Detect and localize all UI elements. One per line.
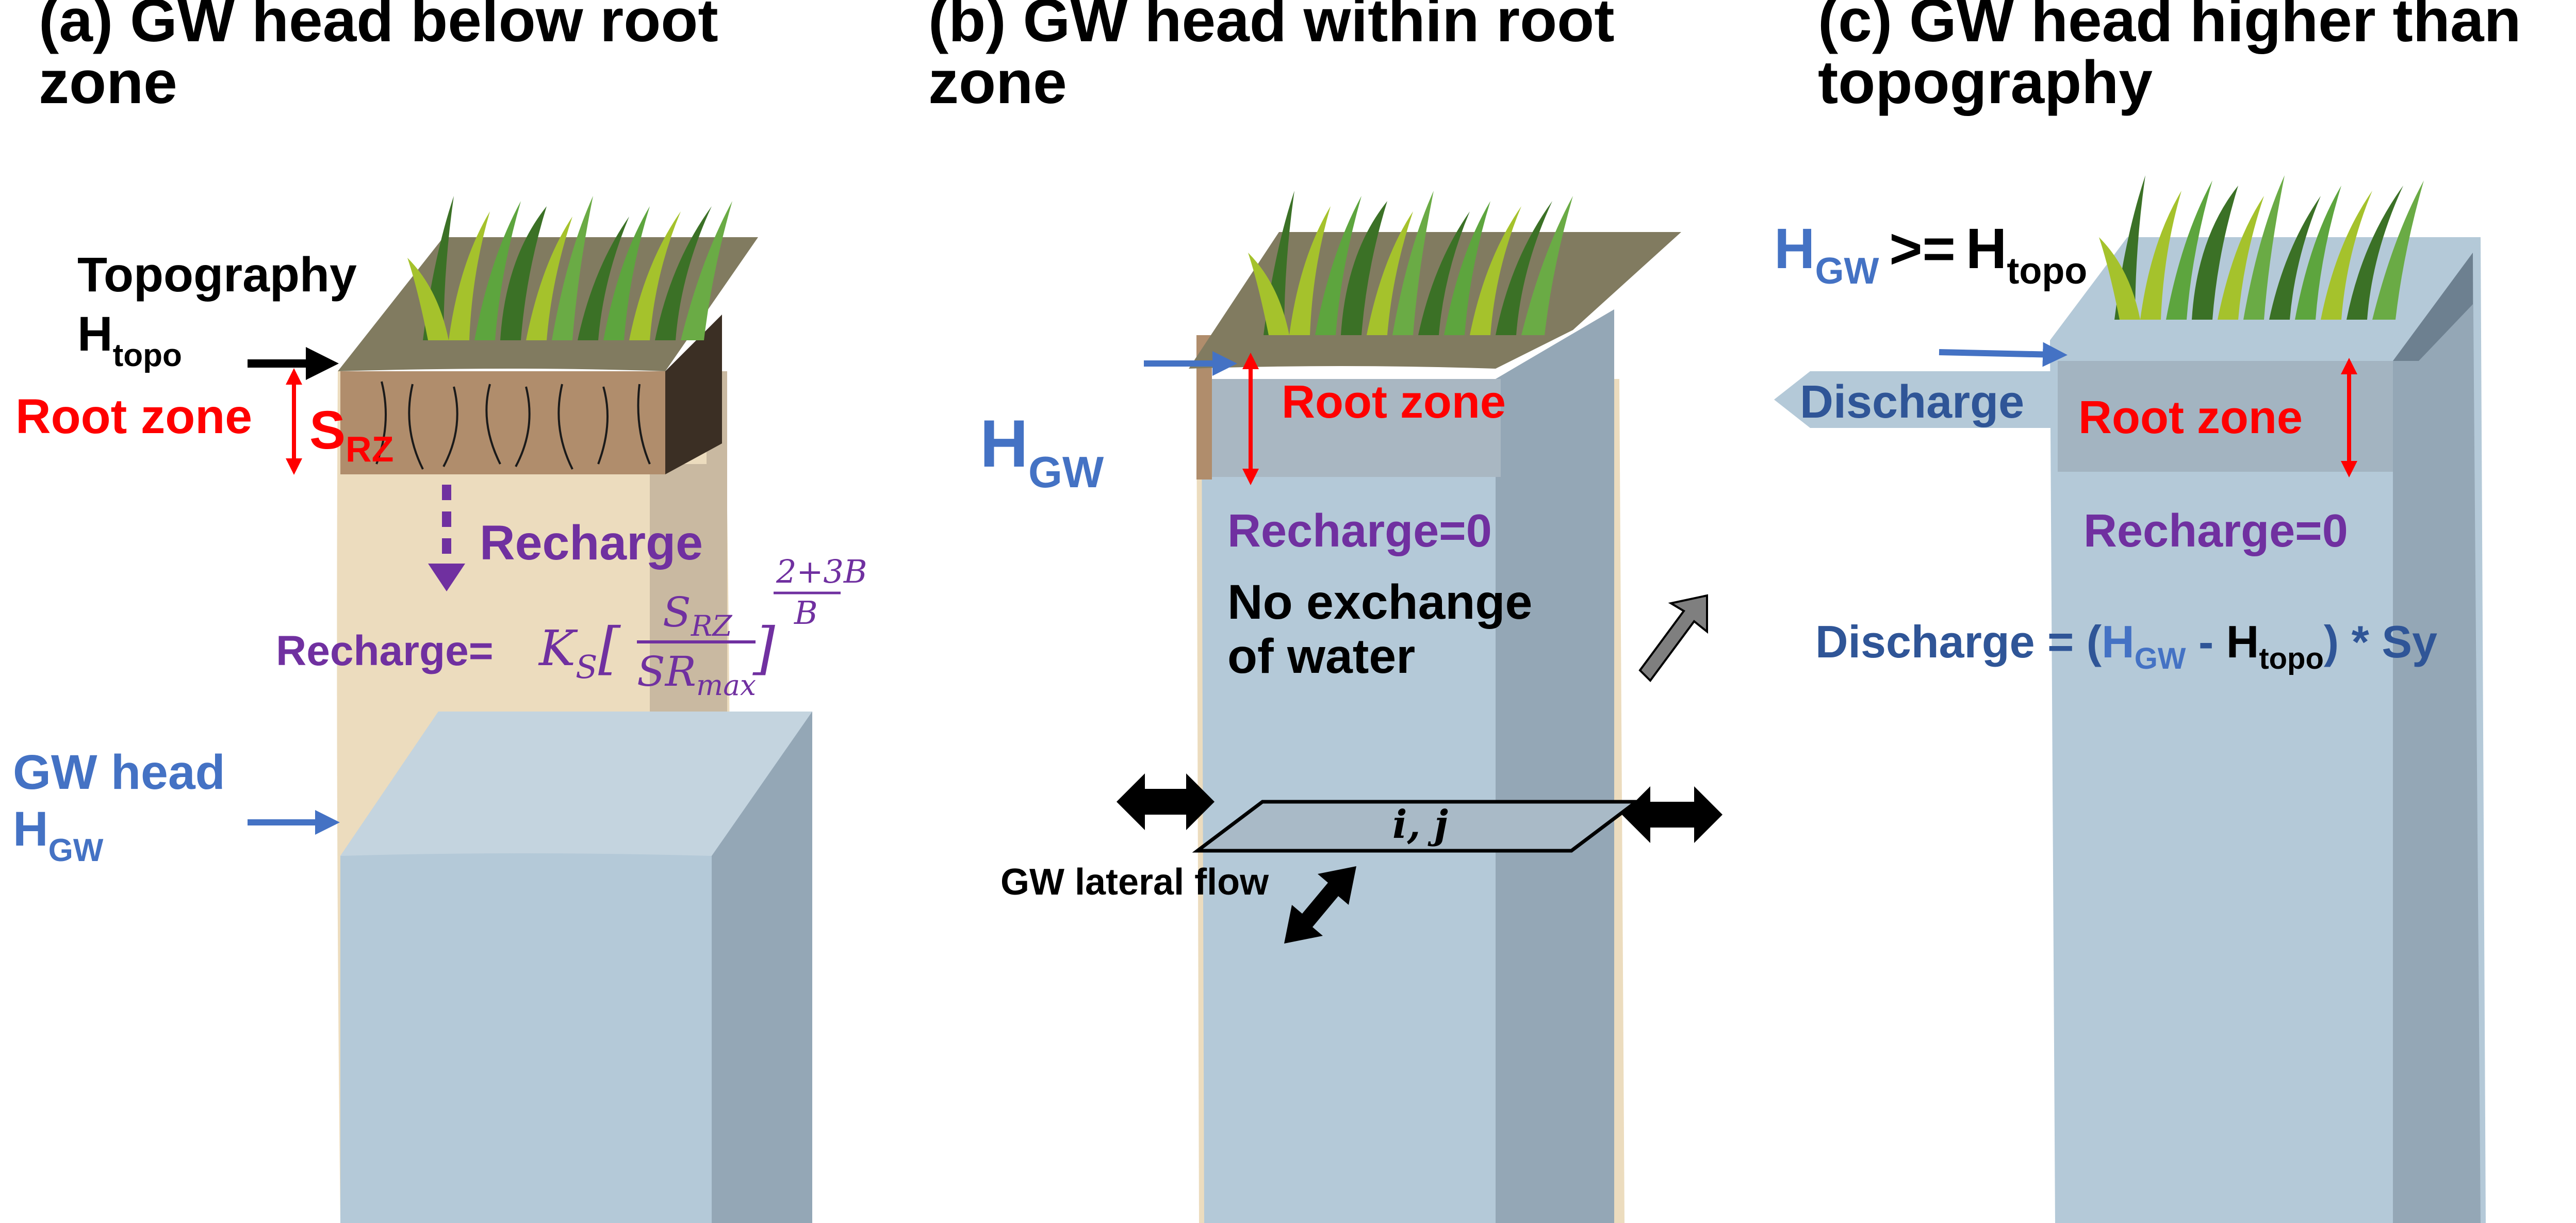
root-zone-label: Root zone [1282,376,1506,428]
svg-text:KS: KS [538,620,597,686]
root-zone-label: Root zone [2078,392,2303,443]
svg-text:B: B [794,594,818,632]
hgw-label: HGW [980,406,1104,497]
lateral-flow-label: GW lateral flow [1000,862,1269,903]
vertical-exchange-arrow-icon [1638,594,1708,683]
root-zone-block [2058,361,2393,472]
panel-b-title-line1: (b) GW head within root [928,0,1615,55]
gw-head-label: GW head [13,745,225,800]
groundwater-column [2050,237,2486,1223]
panel-a: (a) GW head below root zone Topography H… [13,0,867,1223]
panel-b: (b) GW head within root zone Root zone H… [928,0,1722,1223]
lateral-flow-right-arrow-icon [1622,786,1722,843]
recharge-formula: Recharge= KS [ SRZ SRmax ] 2+3B B [276,553,867,702]
no-exchange-line2: of water [1227,629,1415,684]
panel-c: (c) GW head higher than topography HGW>=… [1774,0,2521,1223]
root-zone-block [1212,379,1501,477]
no-exchange-line1: No exchange [1227,575,1532,630]
recharge-zero-label: Recharge=0 [1227,505,1492,557]
root-zone-label: Root zone [15,389,252,444]
svg-text:2+3B: 2+3B [776,553,867,590]
discharge-formula: Discharge = (HGW - Htopo) * Sy [1815,616,2437,675]
svg-text:[: [ [598,615,621,681]
srz-label: SRZ [309,400,393,469]
cell-label: i, j [1392,802,1448,847]
panel-c-title-line2: topography [1818,48,2153,117]
discharge-label: Discharge [1800,376,2024,428]
discharge-arrow-icon [1774,371,2058,428]
hgw-condition-label: HGW>=Htopo [1774,217,2087,292]
lateral-flow-diagonal-arrow-icon [1284,866,1356,944]
root-zone-block [340,371,665,474]
svg-text:]: ] [752,615,776,681]
grid-cell-i-j [1192,800,1642,853]
recharge-zero-label: Recharge=0 [2083,505,2348,557]
panel-b-title-line2: zone [928,48,1067,117]
svg-text:Recharge=: Recharge= [276,627,494,674]
panel-c-title-line1: (c) GW head higher than [1818,0,2521,55]
recharge-label: Recharge [480,516,703,570]
panel-a-title-line1: (a) GW head below root [39,0,718,55]
htopo-label: Htopo [77,307,182,373]
hgw-label: HGW [13,802,104,868]
lateral-flow-left-arrow-icon [1117,773,1215,830]
svg-text:SRmax: SRmax [637,648,756,702]
panel-a-title-line2: zone [39,48,177,117]
roots [375,381,651,470]
topography-label: Topography [77,247,357,302]
svg-text:SRZ: SRZ [663,588,732,642]
